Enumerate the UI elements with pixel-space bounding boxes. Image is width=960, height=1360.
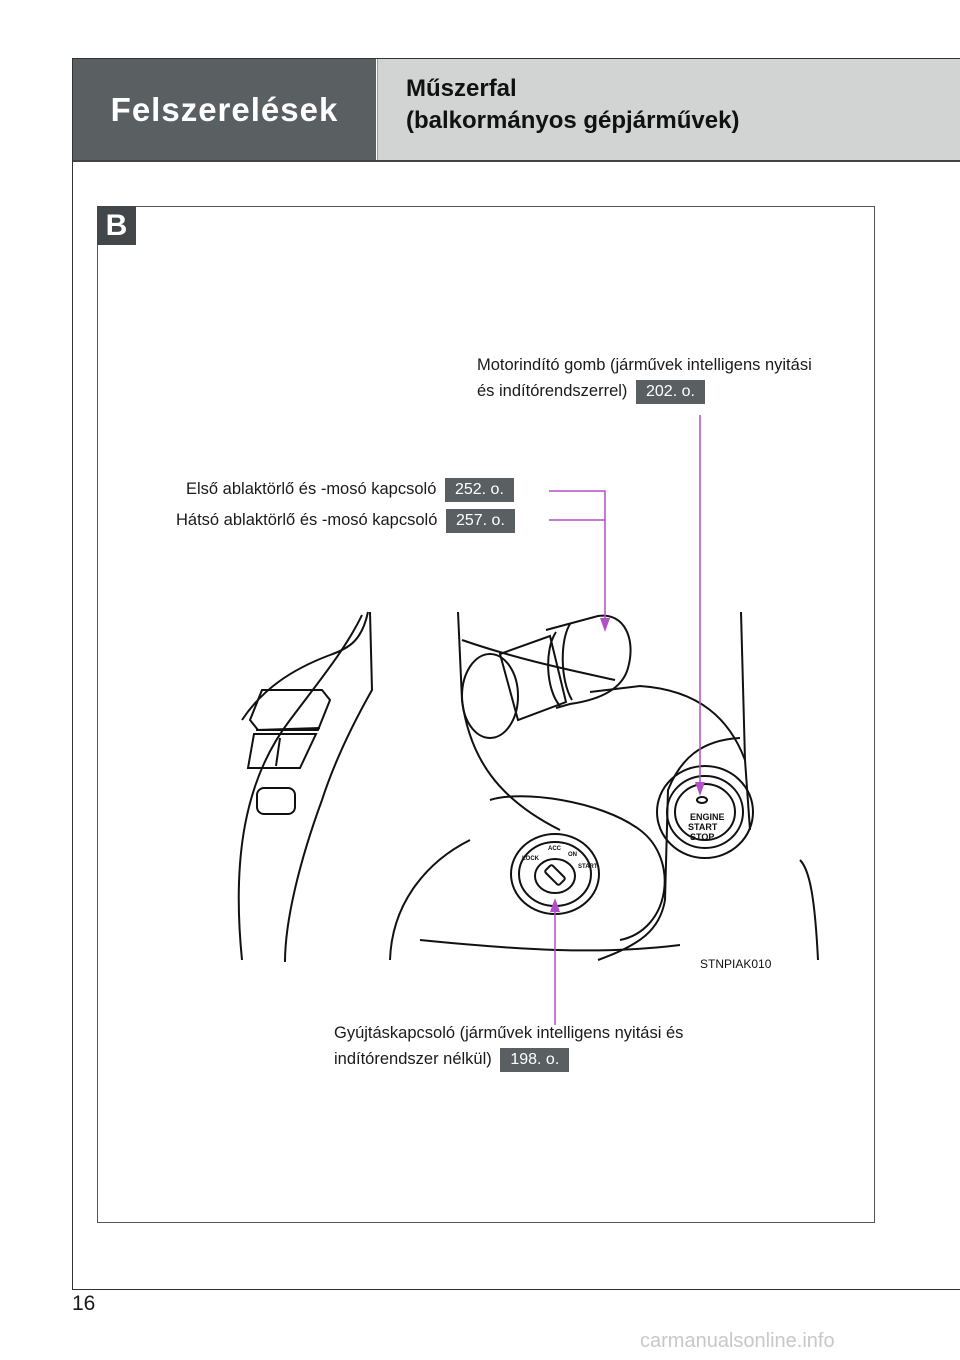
rear-wiper-label: Hátsó ablaktörlő és -mosó kapcsoló 257. …: [176, 509, 515, 533]
watermark: carmanualsonline.info: [640, 1330, 835, 1352]
frame-bottom-line: [72, 1289, 960, 1290]
engine-button-label-text: és indítórendszerrel): [477, 382, 628, 400]
front-wiper-label: Első ablaktörlő és -mosó kapcsoló 252. o…: [186, 478, 514, 502]
leader-wiper: [549, 490, 606, 628]
page-number: 16: [72, 1292, 96, 1315]
front-wiper-text: Első ablaktörlő és -mosó kapcsoló: [186, 480, 437, 498]
ign-lock: LOCK: [522, 856, 540, 862]
button-text-stop: STOP: [690, 832, 714, 842]
button-text-engine: ENGINE: [690, 812, 725, 822]
page-title-line2: (balkormányos gépjárművek): [406, 107, 740, 134]
illustration-code: STNPIAK010: [700, 957, 772, 971]
stalk-knob-icon: [461, 653, 519, 739]
rear-wiper-page-ref[interactable]: 257. o.: [445, 509, 515, 533]
frame-top-line: [72, 58, 960, 59]
front-wiper-page-ref[interactable]: 252. o.: [444, 478, 514, 502]
button-text-start: START: [688, 822, 718, 832]
illustration-panel: [97, 206, 875, 1223]
section-title: Felszerelések: [110, 91, 339, 128]
ignition-label-text: indítórendszer nélkül): [334, 1050, 492, 1068]
mirror-switch-icon: [256, 787, 296, 815]
engine-start-button-icon: [656, 765, 754, 859]
ignition-label-line2: indítórendszer nélkül) 198. o.: [334, 1048, 570, 1072]
panel-badge: B: [97, 206, 136, 245]
ignition-label-line1: Gyújtáskapcsoló (járművek intelligens ny…: [334, 1024, 684, 1042]
engine-button-label-line2: és indítórendszerrel) 202. o.: [477, 380, 705, 404]
page-title-box: Műszerfal (balkormányos gépjárművek): [377, 59, 960, 161]
engine-button-label-line1: Motorindító gomb (járművek intelligens n…: [477, 356, 812, 374]
engine-button-page-ref[interactable]: 202. o.: [636, 380, 705, 404]
frame-left-line: [72, 58, 73, 1290]
rear-wiper-text: Hátsó ablaktörlő és -mosó kapcsoló: [176, 511, 438, 529]
header-divider: [73, 160, 960, 162]
door-trim-outline: [237, 614, 363, 961]
ignition-page-ref[interactable]: 198. o.: [500, 1048, 570, 1072]
ign-start: START: [578, 864, 598, 870]
wiper-switch-icon: [545, 614, 632, 709]
page-title-line1: Műszerfal: [406, 75, 517, 102]
ign-acc: ACC: [548, 846, 562, 852]
window-switch-icon: [248, 689, 332, 731]
ign-on: ON: [568, 852, 577, 858]
section-header: Felszerelések: [73, 59, 376, 161]
